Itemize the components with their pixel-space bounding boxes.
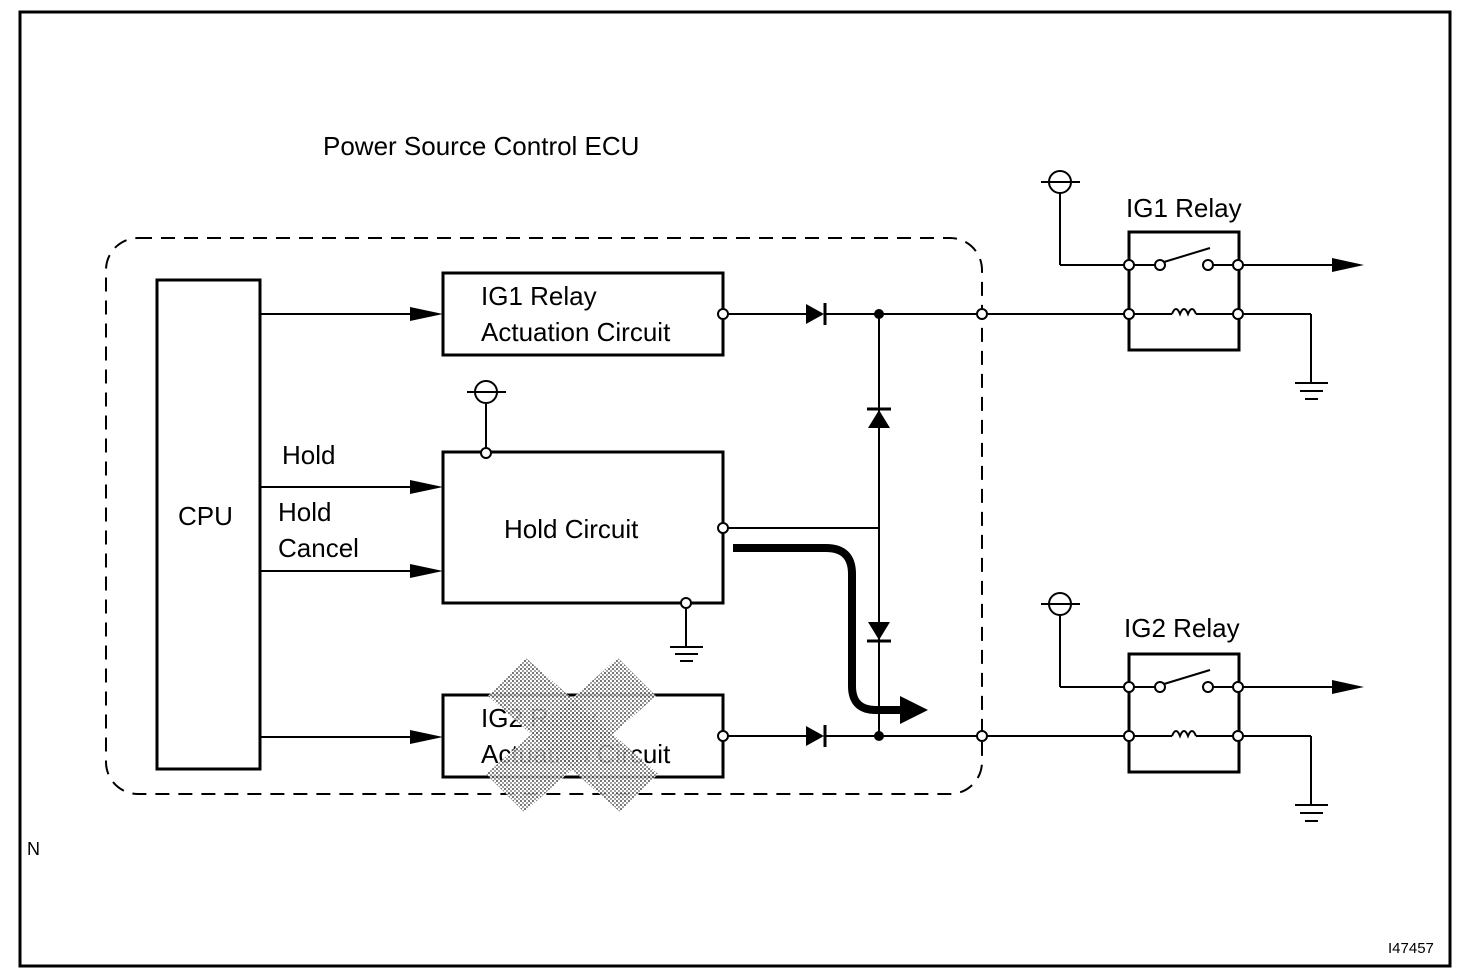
signal-hold-cancel-line2: Cancel: [278, 533, 359, 563]
junction-diodes: [717, 309, 891, 741]
ig1-relay-label: IG1 Relay: [1126, 193, 1242, 223]
corner-mark: N: [27, 839, 40, 859]
cpu-signal-lines: [260, 307, 443, 744]
ig1-output-line: [717, 303, 1124, 325]
hold-ground-icon: [670, 597, 703, 662]
ig2-relay: IG2 Relay: [1041, 592, 1364, 822]
hold-supply-icon: [467, 380, 506, 459]
ecu-title: Power Source Control ECU: [323, 131, 639, 161]
hold-circuit-label: Hold Circuit: [504, 514, 639, 544]
figure-frame: [18, 10, 1452, 968]
ig1-circuit-line2: Actuation Circuit: [481, 317, 671, 347]
ig1-relay: IG1 Relay: [1041, 170, 1364, 400]
cpu-label: CPU: [178, 501, 233, 531]
ig1-actuation-circuit: IG1 Relay Actuation Circuit: [441, 271, 725, 357]
cpu-block: CPU: [155, 278, 262, 771]
ecu-boundary: [105, 237, 983, 795]
figure-id: I47457: [1388, 940, 1434, 957]
ig2-output-line: [717, 725, 1124, 747]
current-path-arrow: [733, 544, 928, 724]
cross-out-mark: [486, 658, 658, 812]
hold-circuit: Hold Circuit: [441, 450, 725, 605]
ig1-circuit-line1: IG1 Relay: [481, 281, 597, 311]
signal-hold-cancel-line1: Hold: [278, 497, 331, 527]
ig2-relay-label: IG2 Relay: [1124, 613, 1240, 643]
signal-hold-label: Hold: [282, 440, 335, 470]
